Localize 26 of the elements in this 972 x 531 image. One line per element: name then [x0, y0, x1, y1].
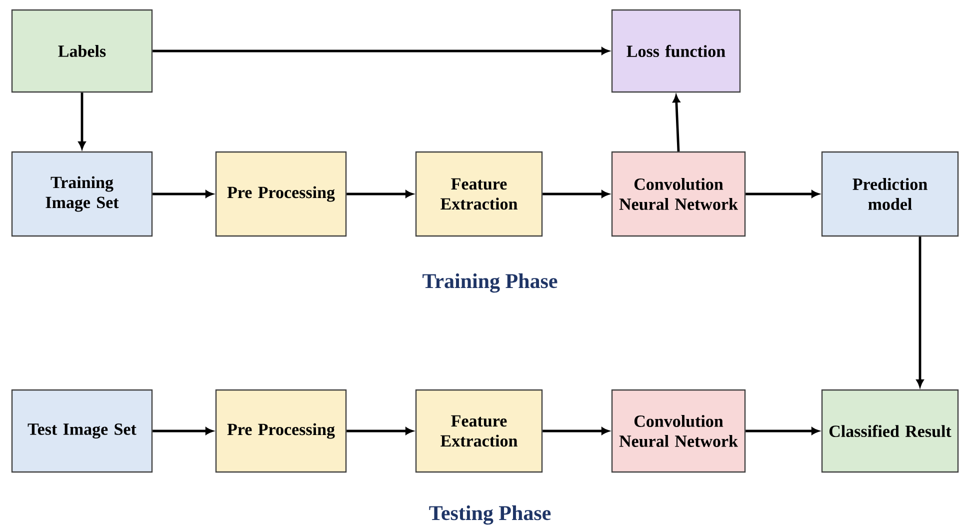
arrow	[346, 190, 413, 198]
process-box: Test Image Set	[11, 389, 153, 473]
process-box: Convolution Neural Network	[611, 389, 746, 473]
process-box: Feature Extraction	[415, 389, 543, 473]
process-box: Feature Extraction	[415, 151, 543, 237]
process-box: Prediction model	[821, 151, 959, 237]
process-box: Loss function	[611, 9, 741, 93]
arrow	[746, 427, 819, 435]
arrow	[78, 92, 86, 149]
process-box: Classified Result	[821, 389, 959, 473]
arrow	[542, 190, 609, 198]
arrow	[916, 236, 924, 387]
process-box: Convolution Neural Network	[611, 151, 746, 237]
arrow	[152, 190, 213, 198]
arrow	[542, 427, 609, 435]
process-box: Labels	[11, 9, 153, 93]
arrow	[152, 427, 213, 435]
phase-title: Training Phase	[422, 273, 558, 293]
process-box: Pre Processing	[215, 389, 347, 473]
arrow	[346, 427, 413, 435]
arrow	[152, 47, 609, 55]
process-box: Pre Processing	[215, 151, 347, 237]
arrow	[672, 95, 680, 152]
arrow	[746, 190, 819, 198]
process-box: Training Image Set	[11, 151, 153, 237]
phase-title: Testing Phase	[429, 505, 551, 525]
